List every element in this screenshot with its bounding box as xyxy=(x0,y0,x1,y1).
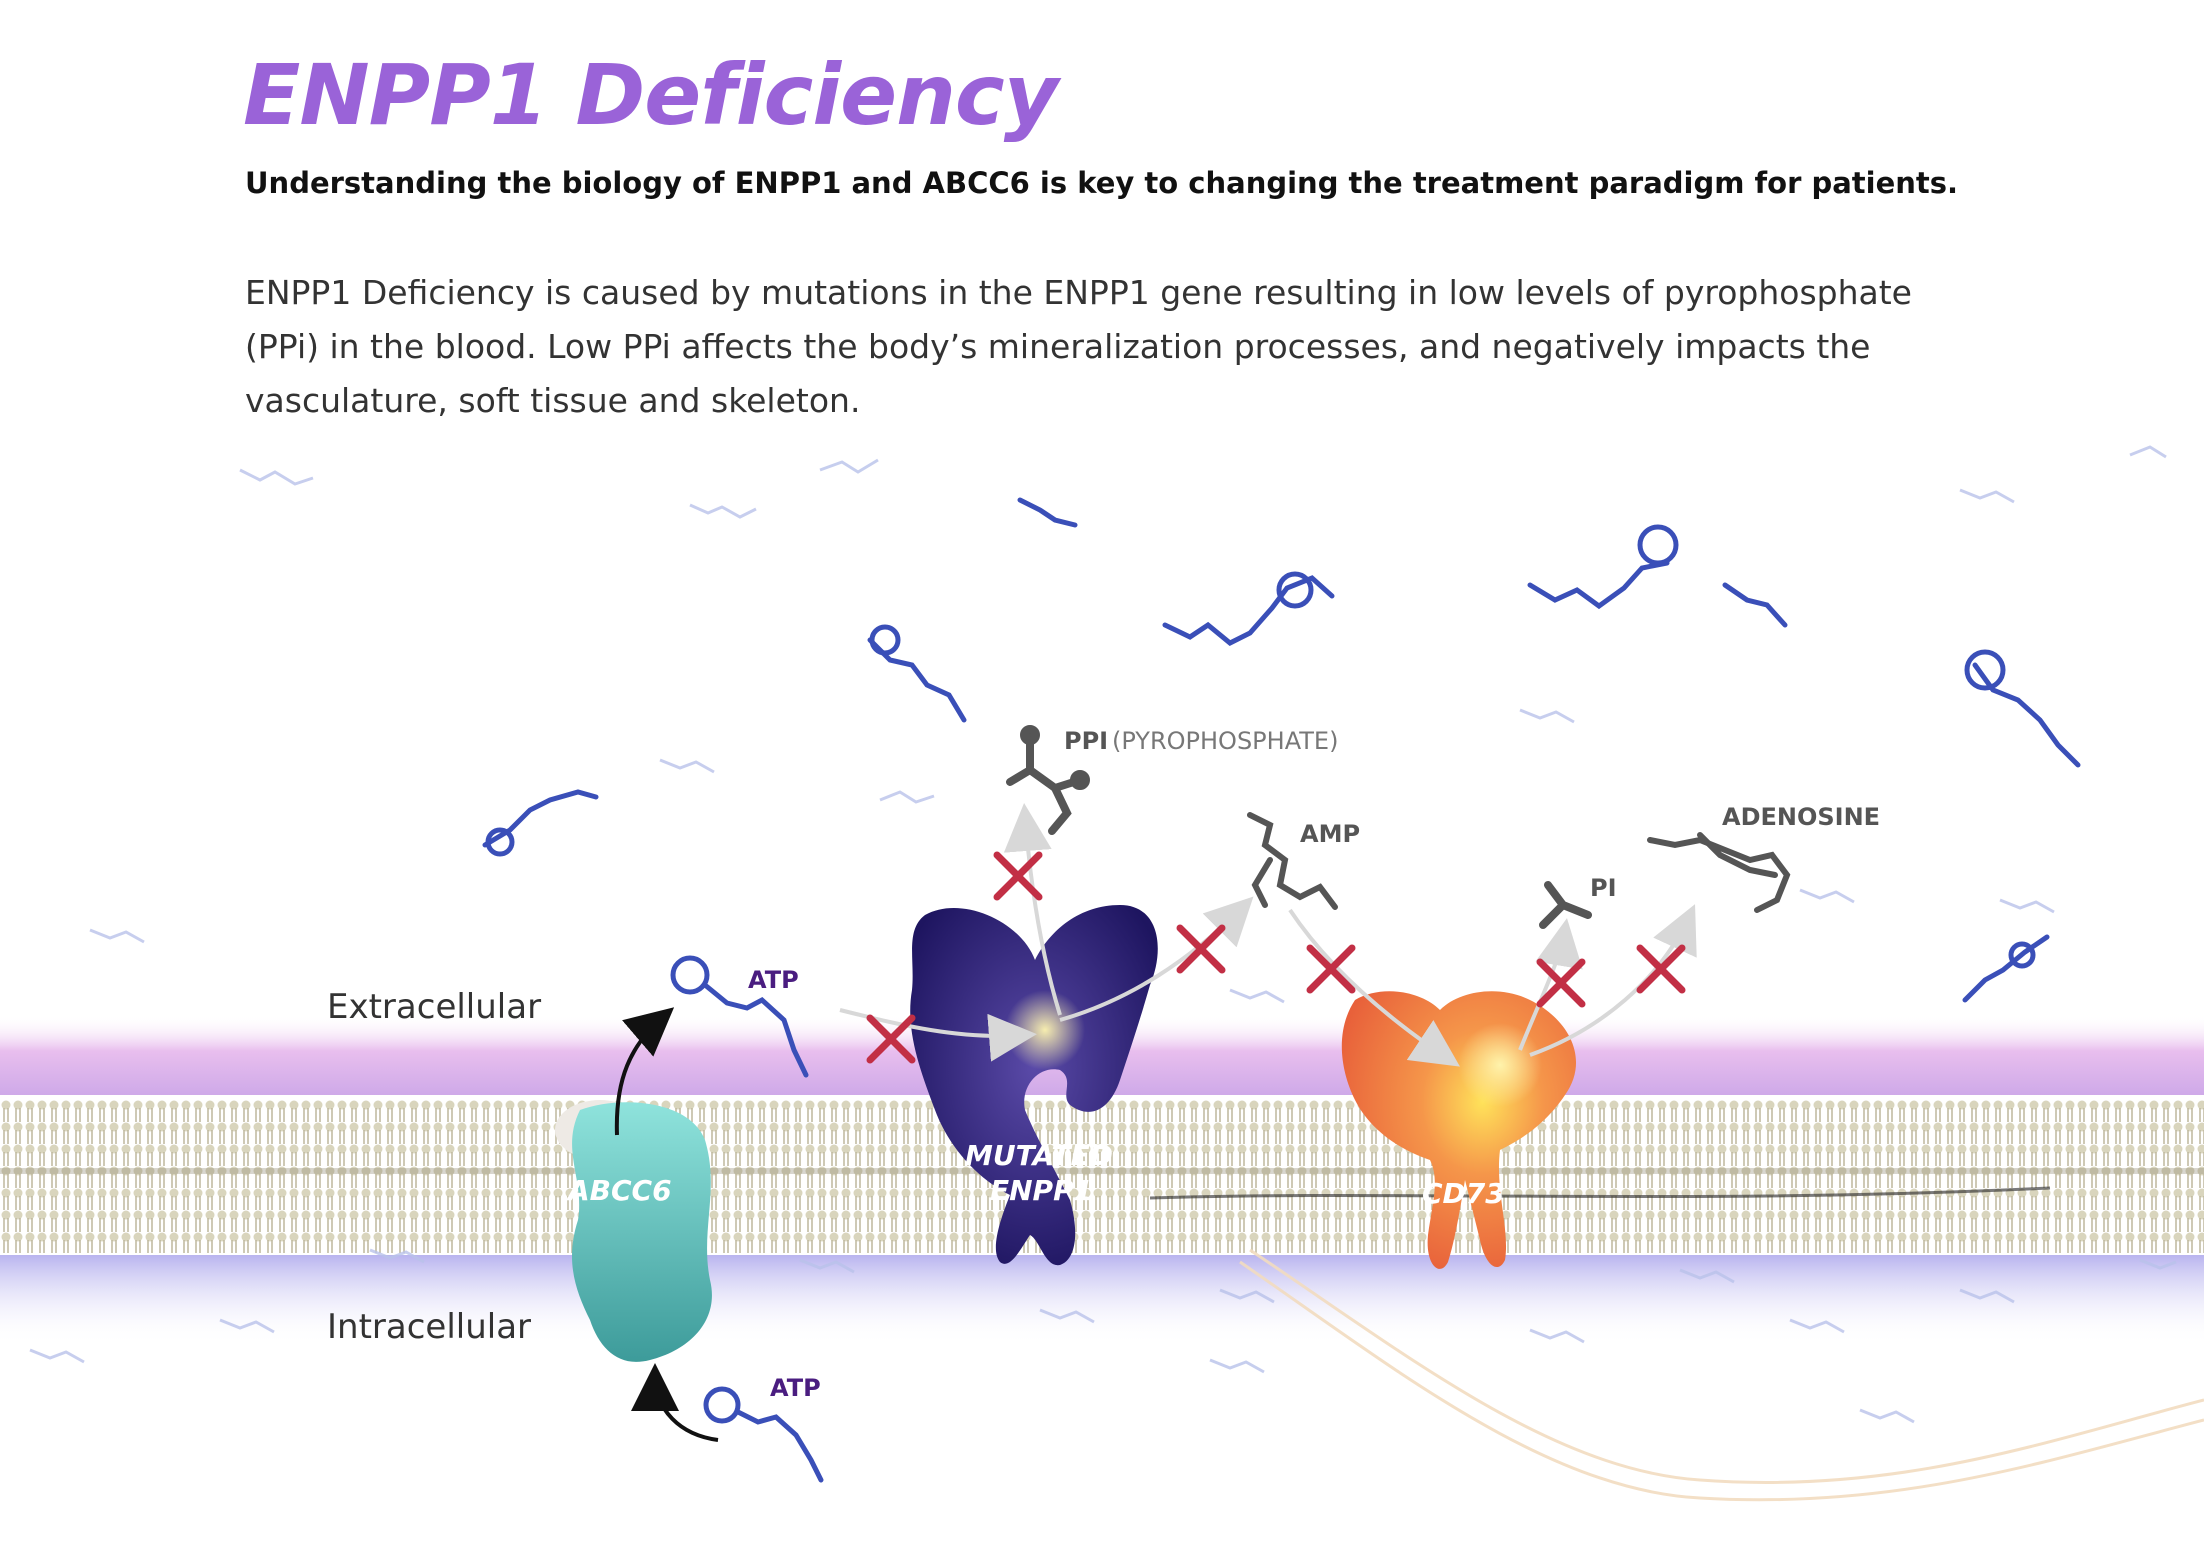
blocked-x-icon xyxy=(1306,944,1356,994)
blocked-x-icon xyxy=(1176,924,1226,974)
pi-label: PI xyxy=(1590,874,1617,902)
blocked-x-icon xyxy=(1636,944,1686,994)
ppi-label-detail: (PYROPHOSPHATE) xyxy=(1112,727,1338,755)
enpp1-pathway-diagram: ATP ATP ABCC6 Extracellular Intracellula… xyxy=(0,445,2204,1502)
cd73-label: CD73 xyxy=(1422,1177,1505,1210)
atp-molecules xyxy=(482,497,2081,1003)
ppi-label-bold: PPI xyxy=(1064,727,1108,755)
extracellular-label: Extracellular xyxy=(327,987,541,1027)
background-molecules xyxy=(29,445,2177,1424)
blocked-x-icon xyxy=(1536,958,1586,1008)
adenosine-label: ADENOSINE xyxy=(1722,803,1880,831)
blocked-x-icon xyxy=(993,851,1043,901)
atp-molecule-extracellular xyxy=(670,955,809,1078)
abcc6-label: ABCC6 xyxy=(566,1174,672,1207)
enpp1-label-line1: MUTATED xyxy=(965,1139,1113,1172)
blocked-reaction-marks xyxy=(866,851,1686,1064)
blocked-x-icon xyxy=(866,1014,916,1064)
amp-label: AMP xyxy=(1300,820,1360,848)
pi-molecule xyxy=(1539,881,1592,929)
atp-label-extracellular: ATP xyxy=(748,966,799,994)
amp-molecule xyxy=(1247,812,1338,910)
page-title: ENPP1 Deficiency xyxy=(243,46,1058,144)
adenosine-molecule xyxy=(1647,832,1791,913)
page-subtitle: Understanding the biology of ENPP1 and A… xyxy=(245,166,1959,200)
abcc6-protein xyxy=(555,1100,712,1362)
transport-arrow-out xyxy=(614,1007,675,1136)
background-curves xyxy=(1239,1248,2204,1502)
enpp1-label-line2: ENPP1 xyxy=(990,1174,1093,1207)
transport-arrow-in xyxy=(631,1363,719,1442)
atp-molecule-intracellular xyxy=(703,1386,824,1483)
intro-paragraph: ENPP1 Deficiency is caused by mutations … xyxy=(245,273,1912,420)
intracellular-label: Intracellular xyxy=(327,1307,531,1347)
atp-label-intracellular: ATP xyxy=(770,1374,821,1402)
reaction-arrows xyxy=(839,803,1697,1067)
ppi-molecule xyxy=(1006,725,1090,835)
